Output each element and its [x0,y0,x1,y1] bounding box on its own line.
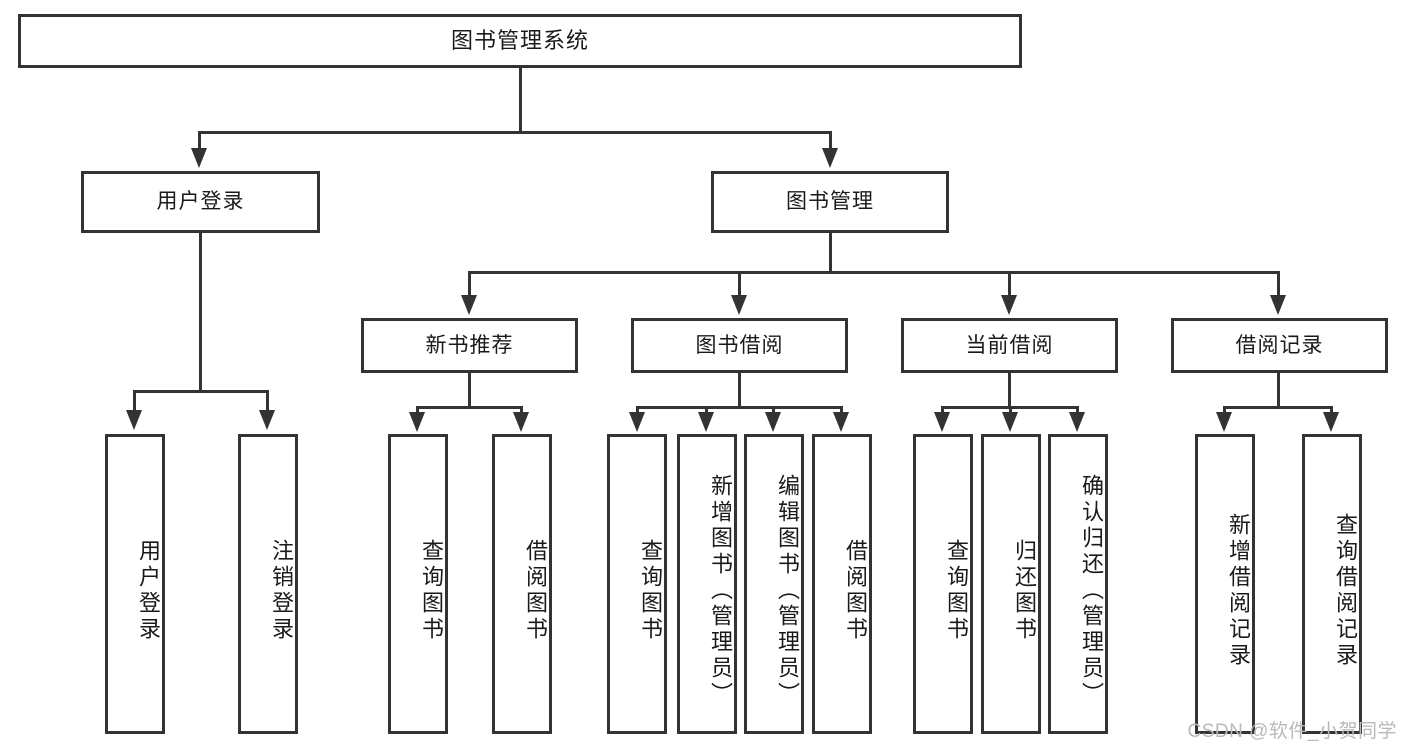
leaf-new-book-borrow-book[interactable]: 借阅图书 [492,434,552,734]
leaf-book-borrow-edit-book[interactable]: 编辑图书（管理员） [744,434,804,734]
node-borrow-record-label: 借阅记录 [1235,333,1324,357]
node-root-system-label: 图书管理系统 [450,27,589,53]
leaf-current-borrow-confirm-return-label: 确认归还（管理员） [1079,474,1104,708]
arrowhead-to-new-book [461,295,477,315]
leaf-borrow-record-add-record[interactable]: 新增借阅记录 [1195,434,1255,734]
leaf-current-borrow-confirm-return[interactable]: 确认归还（管理员） [1048,434,1108,734]
arrowhead-root-to-user-login [191,148,207,168]
leaf-borrow-record-query-record[interactable]: 查询借阅记录 [1302,434,1362,734]
connector-book-borrow-bar [636,406,842,409]
arrowhead-current-borrow-leaf2 [1002,412,1018,432]
connector-user-login-leaf1 [133,390,136,414]
leaf-book-borrow-query-book-label: 查询图书 [638,539,663,643]
connector-new-book-stem [468,373,471,406]
arrowhead-book-borrow-leaf3 [765,412,781,432]
leaf-user-login-logout[interactable]: 注销登录 [238,434,298,734]
connector-to-book-borrow [738,271,741,299]
arrowhead-book-borrow-leaf2 [698,412,714,432]
connector-borrow-record-bar [1223,406,1333,409]
leaf-current-borrow-return-book-label: 归还图书 [1012,539,1037,643]
leaf-new-book-borrow-book-label: 借阅图书 [523,539,548,643]
leaf-book-borrow-borrow-book[interactable]: 借阅图书 [812,434,872,734]
node-root-system[interactable]: 图书管理系统 [18,14,1022,68]
leaf-book-borrow-add-book-label: 新增图书（管理员） [708,474,733,708]
arrowhead-current-borrow-leaf3 [1069,412,1085,432]
leaf-book-borrow-edit-book-label: 编辑图书（管理员） [775,474,800,708]
arrowhead-to-book-borrow [731,295,747,315]
leaf-user-login-login-label: 用户登录 [136,539,161,643]
arrowhead-to-borrow-record [1270,295,1286,315]
leaf-new-book-query-book-label: 查询图书 [419,539,444,643]
connector-root-to-user-login [198,131,201,152]
leaf-borrow-record-query-record-label: 查询借阅记录 [1333,513,1358,669]
node-user-login-label: 用户登录 [156,190,245,214]
leaf-new-book-query-book[interactable]: 查询图书 [388,434,448,734]
node-new-book-recommend[interactable]: 新书推荐 [361,318,578,373]
connector-user-login-leaf2 [266,390,269,414]
node-new-book-recommend-label: 新书推荐 [425,333,514,357]
connector-book-management-stem [829,233,832,271]
arrowhead-book-borrow-leaf4 [833,412,849,432]
leaf-book-borrow-add-book[interactable]: 新增图书（管理员） [677,434,737,734]
connector-to-borrow-record [1277,271,1280,299]
arrowhead-user-login-leaf1 [126,410,142,430]
connector-user-login-bar [133,390,269,393]
arrowhead-to-current-borrow [1001,295,1017,315]
arrowhead-root-to-book-manage [822,148,838,168]
leaf-current-borrow-query-book[interactable]: 查询图书 [913,434,973,734]
leaf-current-borrow-query-book-label: 查询图书 [944,539,969,643]
leaf-borrow-record-add-record-label: 新增借阅记录 [1226,513,1251,669]
node-borrow-record[interactable]: 借阅记录 [1171,318,1388,373]
node-book-borrow-label: 图书借阅 [695,333,784,357]
leaf-book-borrow-query-book[interactable]: 查询图书 [607,434,667,734]
leaf-user-login-logout-label: 注销登录 [269,539,294,643]
node-current-borrow-label: 当前借阅 [965,333,1054,357]
node-book-management[interactable]: 图书管理 [711,171,949,233]
connector-borrow-record-stem [1277,373,1280,406]
arrowhead-user-login-leaf2 [259,410,275,430]
node-book-borrow[interactable]: 图书借阅 [631,318,848,373]
node-current-borrow[interactable]: 当前借阅 [901,318,1118,373]
node-user-login[interactable]: 用户登录 [81,171,320,233]
arrowhead-new-book-leaf1 [409,412,425,432]
connector-to-new-book [468,271,471,299]
leaf-book-borrow-borrow-book-label: 借阅图书 [843,539,868,643]
node-book-management-label: 图书管理 [786,190,874,214]
arrowhead-borrow-record-leaf2 [1323,412,1339,432]
connector-root-bar [198,131,831,134]
connector-root-stem [519,68,522,131]
leaf-user-login-login[interactable]: 用户登录 [105,434,165,734]
connector-book-borrow-stem [738,373,741,406]
connector-new-book-bar [416,406,523,409]
arrowhead-current-borrow-leaf1 [934,412,950,432]
arrowhead-borrow-record-leaf1 [1216,412,1232,432]
connector-current-borrow-stem [1008,373,1011,406]
connector-root-to-book-manage [829,131,832,152]
arrowhead-new-book-leaf2 [513,412,529,432]
leaf-current-borrow-return-book[interactable]: 归还图书 [981,434,1041,734]
connector-to-current-borrow [1008,271,1011,299]
connector-level3-bar [468,271,1280,274]
connector-user-login-stem [199,233,202,390]
arrowhead-book-borrow-leaf1 [629,412,645,432]
